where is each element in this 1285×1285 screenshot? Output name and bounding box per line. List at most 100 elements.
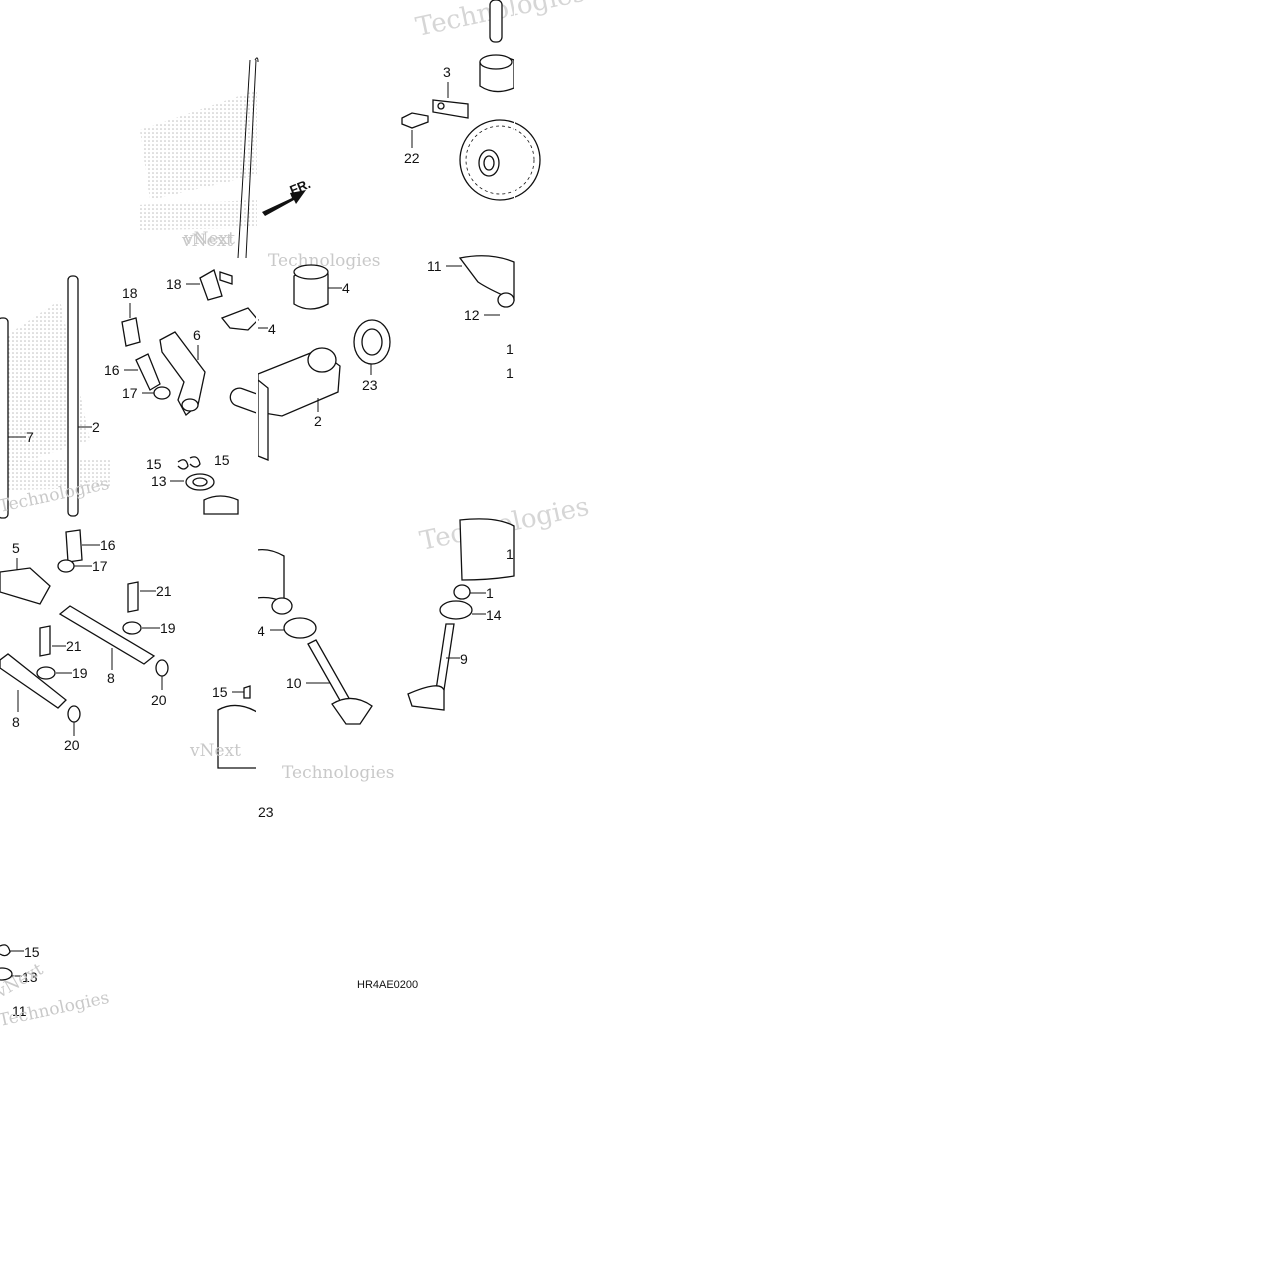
callout-7b: 2 (92, 419, 100, 435)
watermark-text: Technologies (282, 763, 395, 783)
stud-part (135, 353, 161, 391)
callout-9: 9 (460, 651, 468, 667)
callout-3: 3 (443, 64, 451, 80)
tile-camshaft: Technologies 18 4 4 23 2 (166, 251, 391, 514)
callout-2b: 23 (258, 804, 274, 820)
rocker-arm-part (159, 331, 206, 417)
callout-1d: 1 (486, 585, 494, 601)
callout-20a: 20 (151, 692, 167, 708)
watermark-text: vNext (181, 231, 233, 251)
intake-valve-stem (435, 623, 455, 691)
tile-bottom-left: 15 13 11 vNext Technologies (0, 944, 111, 1031)
callout-10: 10 (286, 675, 302, 691)
callout-14: 14 (486, 607, 502, 623)
callout-11a: 11 (427, 258, 442, 274)
diagram-code: HR4AE0200 (357, 979, 418, 991)
rocker-arm-part (0, 567, 51, 605)
valve-spring-part (203, 495, 239, 515)
callout-1b: 1 (506, 365, 514, 381)
watermark-text: vNext (0, 959, 47, 1002)
tile-valves: Technologies 4 10 1 1 14 9 Technologies (256, 492, 592, 783)
callout-5: 5 (12, 540, 20, 556)
callout-15c: 15 (212, 684, 228, 700)
callout-1c: 1 (506, 546, 514, 562)
washer-part (36, 666, 56, 680)
cotter-part (177, 459, 189, 470)
callout-15d: 15 (24, 944, 40, 960)
callout-21b: 21 (66, 638, 82, 654)
pushrod-line (237, 59, 251, 259)
nut-part (153, 386, 171, 400)
cam-sprocket-part (459, 119, 541, 201)
callout-16b: 16 (100, 537, 116, 553)
callout-17b: 17 (92, 558, 108, 574)
rocker-part (220, 307, 259, 331)
exhaust-valve-stem (307, 639, 351, 705)
pushrod-part (67, 275, 79, 517)
pushrod-line (245, 59, 257, 259)
wing-logo-watermark (140, 90, 257, 200)
callout-19b: 19 (72, 665, 88, 681)
wing-logo-letters (0, 458, 110, 490)
pin-part (489, 0, 503, 43)
callout-4b: 4 (268, 321, 276, 337)
seat-part (439, 600, 473, 620)
callout-2a: 2 (314, 413, 322, 429)
o-ring-part (67, 705, 81, 723)
watermark-text: Technologies (0, 988, 111, 1031)
callout-12: 12 (464, 307, 480, 323)
callout-13b: 13 (22, 969, 38, 985)
callout-18b: 18 (166, 276, 182, 292)
plate-part (121, 317, 141, 347)
callout-16a: 16 (104, 362, 120, 378)
callout-7a: 7 (26, 429, 34, 445)
bolt-part (401, 112, 429, 129)
seal-part (497, 292, 515, 308)
watermark-text: vNext (189, 741, 241, 761)
watermark-text: Technologies (268, 251, 381, 271)
seal-part (453, 584, 471, 600)
bolt-part (39, 625, 51, 657)
callout-21a: 21 (156, 583, 172, 599)
front-arrow-icon (262, 190, 306, 216)
callout-19a: 19 (160, 620, 176, 636)
camshaft-part (229, 347, 341, 461)
cotter-part (0, 944, 11, 957)
o-ring-part (155, 659, 169, 677)
watermark-text: vNext (183, 229, 235, 249)
stud-part (65, 529, 83, 563)
callout-6: 6 (193, 327, 201, 343)
tile-rocker-shafts: 5 16 17 21 19 8 20 21 19 8 20 15 (0, 529, 258, 769)
nut-part (57, 559, 75, 573)
callout-11b: 11 (12, 1003, 27, 1019)
rocker-shaft-part (0, 653, 67, 709)
valve-spring-part (256, 548, 285, 603)
callout-15b: 15 (214, 452, 230, 468)
callout-23: 23 (362, 377, 378, 393)
exhaust-valve-part (331, 697, 373, 725)
callout-22: 22 (404, 150, 420, 166)
tile-rocker-arm: 18 16 17 6 15 15 13 vNext (104, 231, 239, 515)
callout-17a: 17 (122, 385, 138, 401)
wing-logo-letters (138, 200, 257, 230)
direction-label: FR. (288, 176, 313, 198)
plate-part (219, 271, 233, 285)
plate-part (199, 269, 223, 301)
plate-part (432, 99, 469, 119)
callout-15a: 15 (146, 456, 162, 472)
callout-8b: 8 (12, 714, 20, 730)
valve-spring-part (459, 518, 515, 581)
callout-1a: 1 (506, 341, 514, 357)
tile-cam-gear: Technologies 3 22 (401, 0, 588, 257)
tile-pushrods-left: 7 2 Technologies (0, 275, 111, 519)
seal-part (271, 597, 293, 615)
tile-logo-pushrods: FR. vNext (138, 57, 313, 259)
callout-8a: 8 (107, 670, 115, 686)
pushrod-part (0, 317, 9, 519)
bolt-part (127, 581, 139, 613)
intake-valve-part (407, 685, 445, 711)
callout-13a: 13 (151, 473, 167, 489)
callout-18a: 18 (122, 285, 138, 301)
